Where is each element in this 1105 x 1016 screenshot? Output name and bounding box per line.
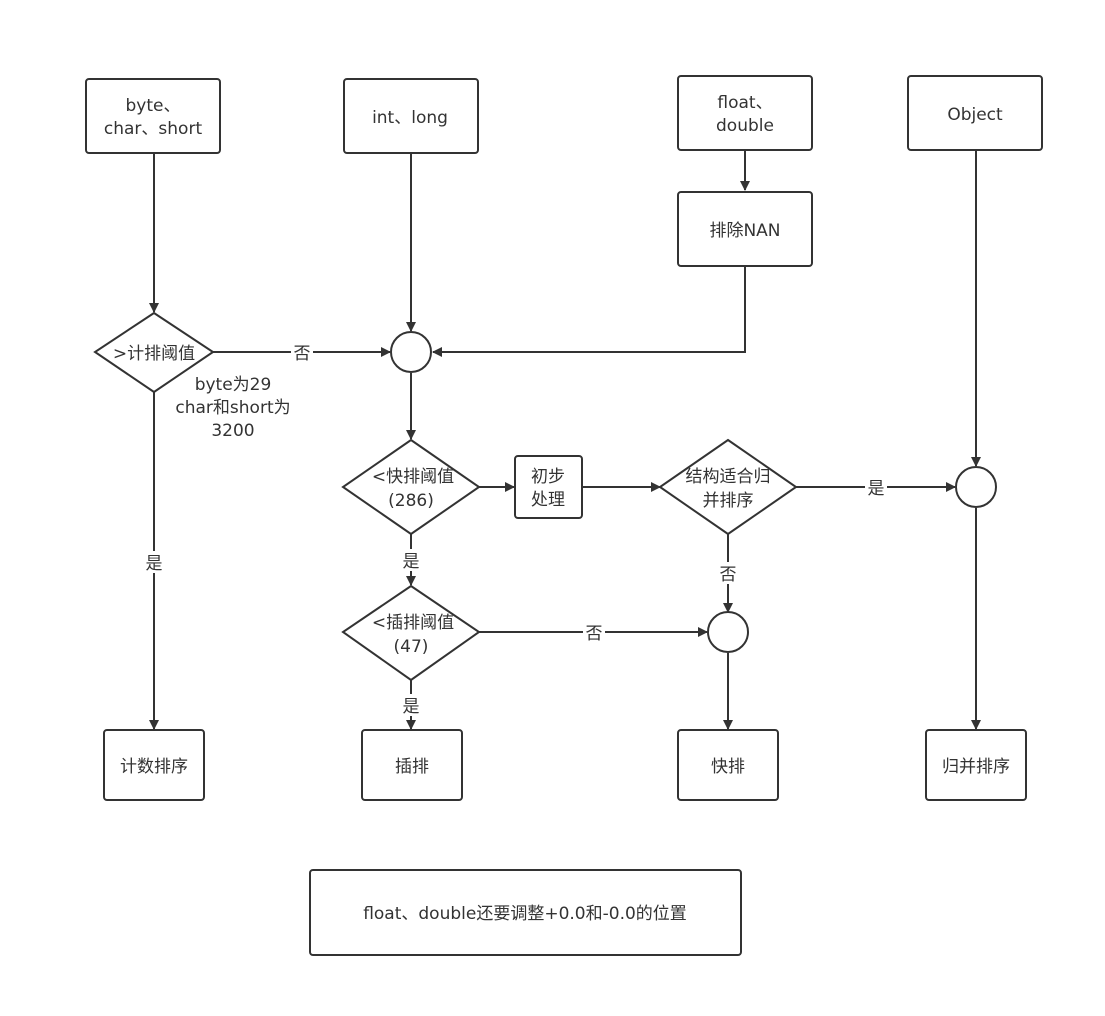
- svg-text:是: 是: [403, 552, 420, 572]
- svg-text:char和short为: char和short为: [175, 398, 290, 418]
- svg-text:是: 是: [146, 554, 163, 574]
- node-int-long: int、long: [343, 78, 479, 154]
- edge-label-insertion-yes: 是: [400, 694, 422, 717]
- node-insertion-sort: 插排: [361, 729, 463, 801]
- svg-text:归并排序: 归并排序: [942, 757, 1010, 777]
- svg-text:否: 否: [586, 624, 603, 644]
- edges: [149, 150, 981, 730]
- svg-text:是: 是: [868, 479, 885, 499]
- svg-text:(47): (47): [394, 637, 429, 657]
- junction-merge: [955, 466, 997, 508]
- node-quick-sort: 快排: [677, 729, 779, 801]
- edge-exclude-nan-to-junction: [432, 266, 746, 357]
- svg-text:float、double还要调整+0.0和-0.0的位置: float、double还要调整+0.0和-0.0的位置: [363, 904, 687, 924]
- node-merge-sort: 归并排序: [925, 729, 1027, 801]
- edge-label-merge-no: 否: [717, 562, 739, 585]
- node-counting-sort: 计数排序: [103, 729, 205, 801]
- edge-labels: 否 是 是 是 否 否 是: [143, 341, 887, 717]
- svg-text:<快排阈值: <快排阈值: [372, 467, 454, 487]
- edge-label-counting-yes: 是: [143, 551, 165, 574]
- edge-label-merge-yes: 是: [865, 476, 887, 499]
- node-insertion-threshold: <插排阈值 (47): [341, 584, 481, 682]
- edge-label-insertion-no: 否: [583, 621, 605, 644]
- svg-text:double: double: [716, 116, 774, 136]
- svg-text:否: 否: [294, 344, 311, 364]
- svg-text:float、: float、: [717, 93, 772, 113]
- svg-text:char、short: char、short: [104, 119, 203, 139]
- edge-label-counting-no: 否: [291, 341, 313, 364]
- svg-text:并排序: 并排序: [703, 491, 754, 511]
- svg-text:byte为29: byte为29: [195, 375, 272, 395]
- svg-text:是: 是: [403, 697, 420, 717]
- junction-quick: [707, 611, 749, 653]
- svg-text:插排: 插排: [395, 757, 429, 777]
- footnote-box: float、double还要调整+0.0和-0.0的位置: [309, 869, 742, 956]
- junction-primitive: [390, 331, 432, 373]
- node-byte-char-short: byte、 char、short: [85, 78, 221, 154]
- svg-text:int、long: int、long: [372, 108, 448, 128]
- node-object: Object: [907, 75, 1043, 151]
- svg-text:byte、: byte、: [126, 96, 181, 116]
- svg-text:(286): (286): [388, 491, 434, 511]
- node-merge-suitable: 结构适合归 并排序: [658, 438, 798, 536]
- svg-text:排除NAN: 排除NAN: [709, 221, 780, 241]
- node-float-double: float、 double: [677, 75, 813, 151]
- node-exclude-nan: 排除NAN: [677, 191, 813, 267]
- svg-text:计数排序: 计数排序: [120, 757, 188, 777]
- svg-text:初步: 初步: [531, 467, 565, 487]
- svg-text:>计排阈值: >计排阈值: [113, 344, 195, 364]
- node-counting-threshold: >计排阈值: [93, 311, 215, 394]
- svg-text:结构适合归: 结构适合归: [686, 467, 771, 487]
- node-preprocess: 初步 处理: [514, 455, 583, 519]
- svg-text:快排: 快排: [711, 757, 745, 777]
- svg-text:Object: Object: [947, 105, 1003, 125]
- edge-label-quick-yes: 是: [400, 549, 422, 572]
- svg-text:3200: 3200: [211, 421, 254, 441]
- counting-threshold-note: byte为29 char和short为 3200: [175, 375, 290, 441]
- svg-text:否: 否: [720, 565, 737, 585]
- node-quicksort-threshold: <快排阈值 (286): [341, 438, 481, 536]
- svg-text:<插排阈值: <插排阈值: [372, 613, 454, 633]
- svg-text:处理: 处理: [531, 490, 565, 510]
